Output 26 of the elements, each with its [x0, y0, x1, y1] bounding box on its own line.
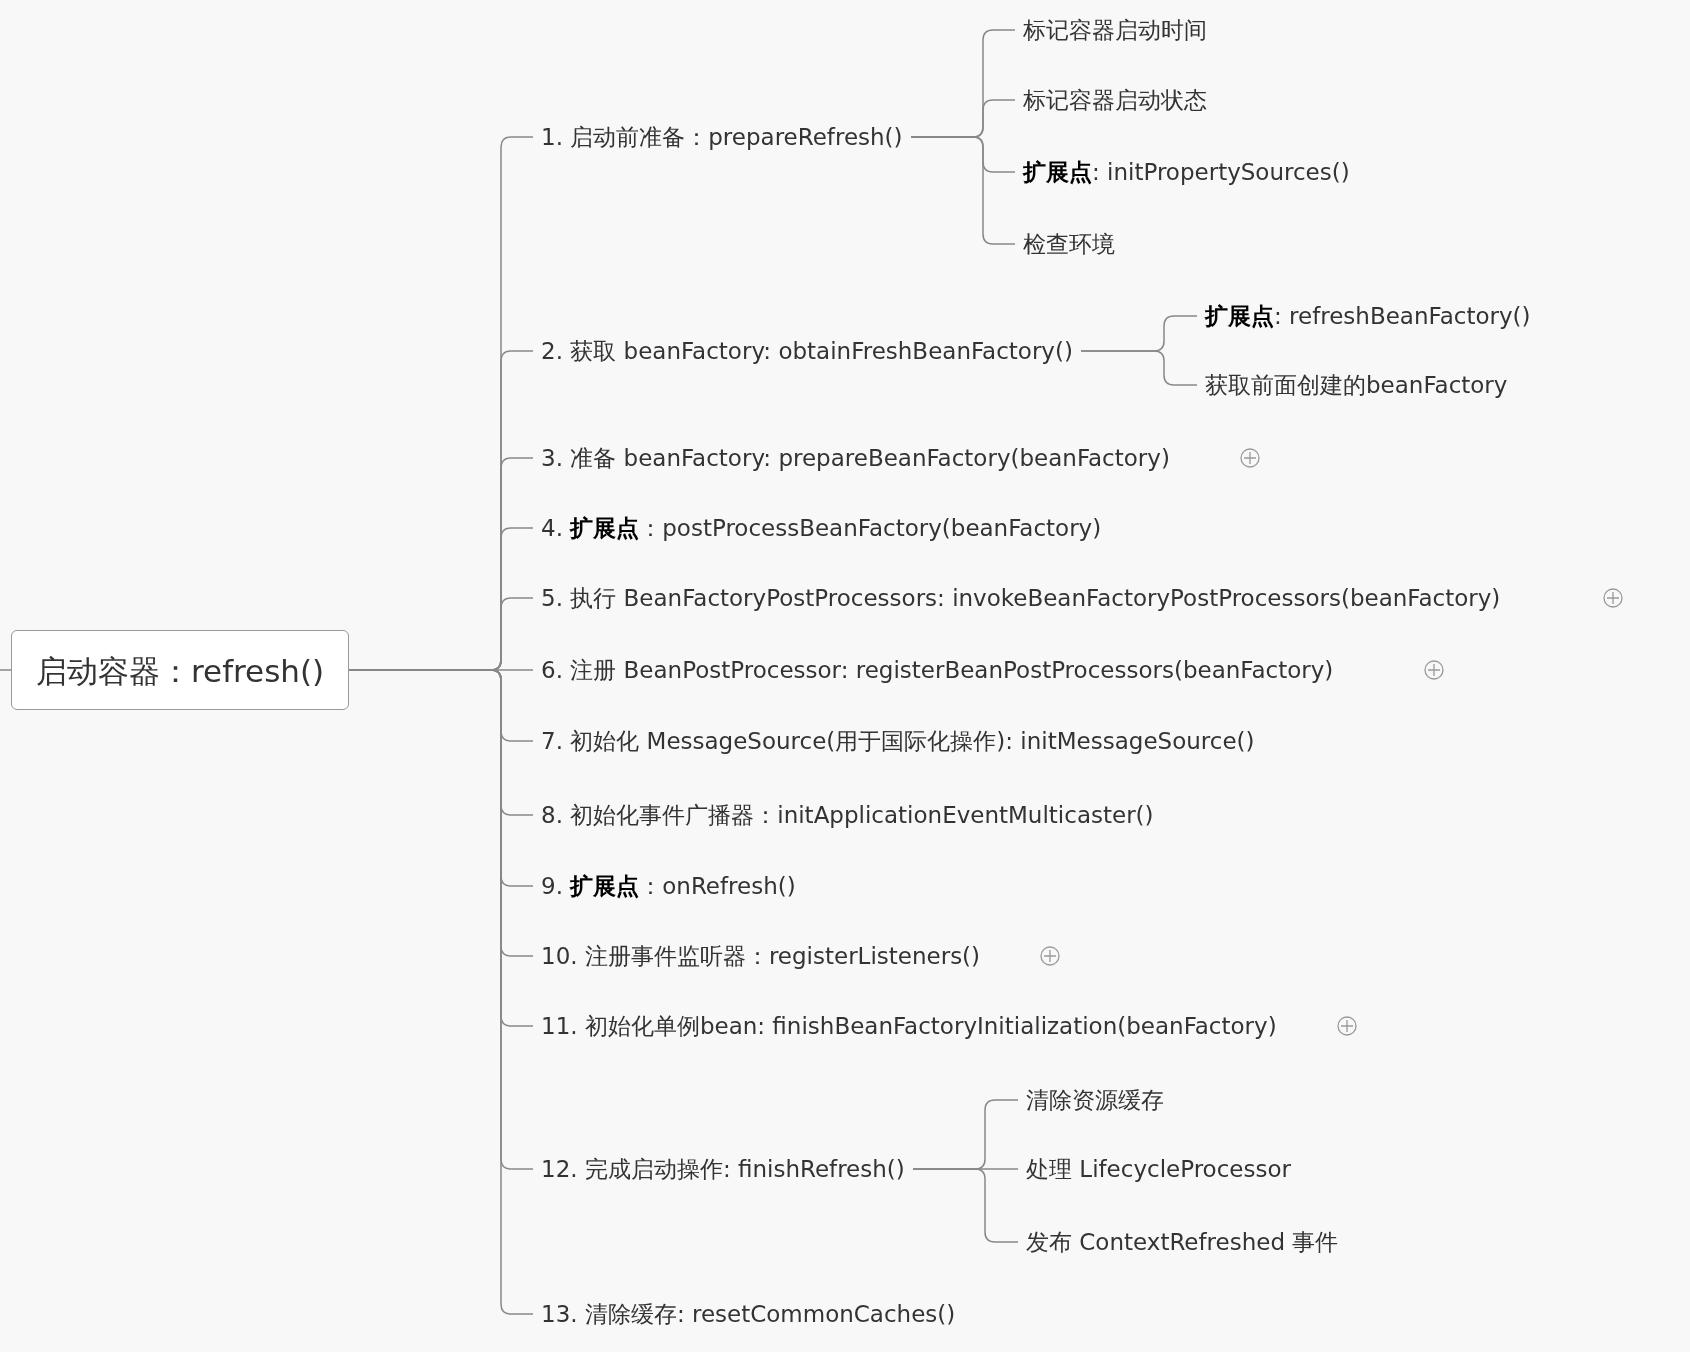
topic-text: 处理 LifecycleProcessor: [1026, 1152, 1291, 1186]
connector-line: [1080, 350, 1198, 386]
topic-text: 6. 注册 BeanPostProcessor: registerBeanPostProcessors(beanFactory): [541, 653, 1334, 687]
topic-text: 检查环境: [1023, 227, 1115, 261]
topic-text: 清除资源缓存: [1026, 1083, 1164, 1117]
topic-text: 3. 准备 beanFactory: prepareBeanFactory(beanFactory): [541, 441, 1170, 475]
topic-text: 扩展点: initPropertySources(): [1023, 155, 1350, 189]
topic-text: 9. 扩展点：onRefresh(): [541, 869, 796, 903]
connector-line: [910, 136, 1016, 245]
topic-text: 12. 完成启动操作: finishRefresh(): [541, 1152, 905, 1186]
connector-line: [912, 1168, 1019, 1243]
topic-text: 8. 初始化事件广播器：initApplicationEventMulticaster(): [541, 798, 1154, 832]
topic-text: 7. 初始化 MessageSource(用于国际化操作): initMessageSource(): [541, 724, 1255, 758]
topic-text: 标记容器启动时间: [1023, 13, 1207, 47]
topic-text: 1. 启动前准备：prepareRefresh(): [541, 120, 903, 154]
topic-text: 5. 执行 BeanFactoryPostProcessors: invokeBeanFactoryPostProcessors(beanFactory): [541, 581, 1501, 615]
topic-text: 2. 获取 beanFactory: obtainFreshBeanFactory(): [541, 334, 1073, 368]
topic-text: 13. 清除缓存: resetCommonCaches(): [541, 1297, 956, 1331]
topic-text: 10. 注册事件监听器：registerListeners(): [541, 939, 981, 973]
topic-text: 4. 扩展点：postProcessBeanFactory(beanFactory): [541, 511, 1102, 545]
topic-text: 标记容器启动状态: [1023, 83, 1207, 117]
topic-text: 获取前面创建的beanFactory: [1205, 368, 1508, 402]
topic-text: 扩展点: refreshBeanFactory(): [1205, 299, 1531, 333]
topic-text: 发布 ContextRefreshed 事件: [1026, 1225, 1339, 1259]
root-topic-box: 启动容器：refresh(): [11, 630, 350, 710]
topic-text: 11. 初始化单例bean: finishBeanFactoryInitialization(beanFactory): [541, 1009, 1277, 1043]
